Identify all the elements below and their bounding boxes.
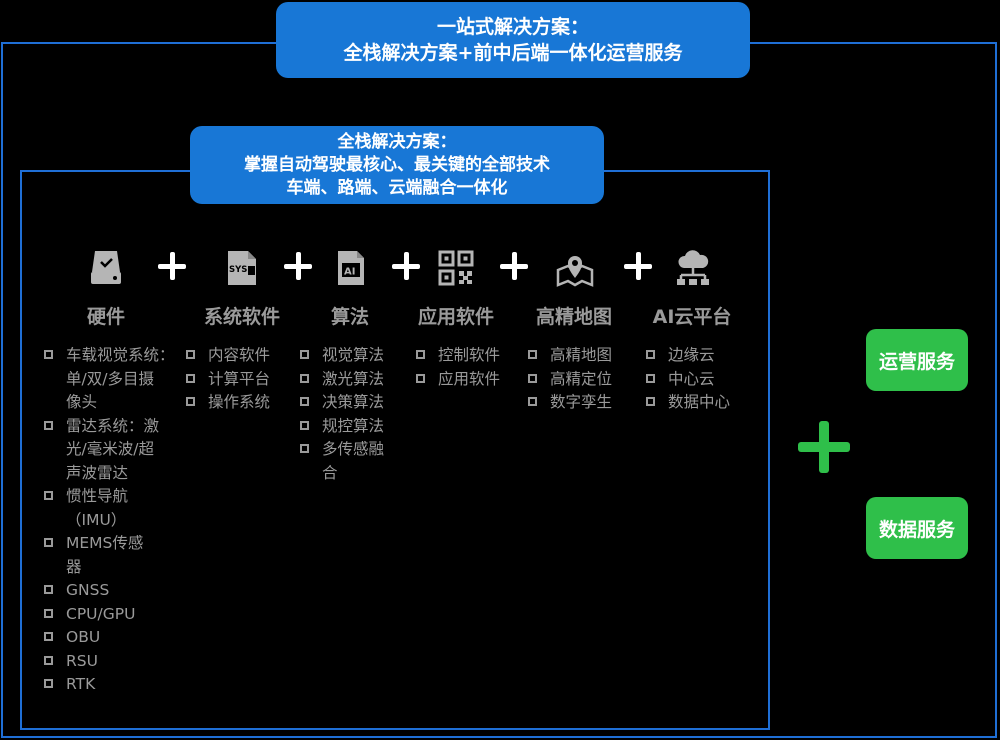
banner-mid-line1: 全栈解决方案： bbox=[337, 131, 457, 152]
map-pin-icon bbox=[556, 256, 594, 287]
list-item-text: 操作系统 bbox=[208, 393, 271, 411]
list-item: RTK bbox=[42, 673, 182, 697]
list-item-text: 激光算法 bbox=[322, 369, 385, 388]
list-item-text: 中心云 bbox=[668, 369, 715, 388]
list-item: 规控算法 bbox=[298, 415, 408, 439]
list-item-text: 控制软件 bbox=[438, 346, 501, 364]
column-list-algorithm: 视觉算法激光算法决策算法规控算法多传感融合 bbox=[298, 344, 408, 485]
list-item-text: 多传感融 bbox=[322, 440, 385, 458]
list-item: 多传感融合 bbox=[298, 438, 408, 485]
qr-code-icon bbox=[438, 250, 474, 286]
list-item-text: 高精定位 bbox=[550, 369, 613, 388]
list-item: 数字孪生 bbox=[526, 391, 636, 415]
banner-top-line1: 一站式解决方案： bbox=[436, 16, 589, 38]
plus-icon bbox=[284, 252, 312, 280]
column-title-system-software: 系统软件 bbox=[203, 306, 280, 328]
list-item-text: RTK bbox=[66, 675, 96, 693]
list-item-text: 器 bbox=[66, 557, 82, 576]
banner-mid-line3: 车端、路端、云端融合一体化 bbox=[286, 177, 508, 198]
list-item-text: 决策算法 bbox=[322, 393, 385, 411]
list-item-text: RSU bbox=[66, 651, 98, 670]
list-item-text: 应用软件 bbox=[438, 369, 501, 388]
list-item-text: 单/双/多目摄 bbox=[66, 369, 154, 388]
list-item-text: 车载视觉系统： bbox=[66, 346, 175, 364]
cloud-network-icon bbox=[677, 250, 709, 285]
list-item-text: OBU bbox=[66, 628, 101, 646]
list-item-text: 数据中心 bbox=[668, 393, 731, 411]
list-item-text: CPU/GPU bbox=[66, 604, 136, 623]
list-item-text: 惯性导航 bbox=[66, 487, 129, 505]
hard-drive-icon bbox=[91, 251, 121, 284]
plus-icon bbox=[392, 252, 420, 280]
plus-icon bbox=[624, 252, 652, 280]
data-service-box: 数据服务 bbox=[866, 497, 968, 559]
ai-file-icon: AI bbox=[338, 251, 364, 285]
list-item-text: 内容软件 bbox=[208, 346, 271, 364]
list-item: 高精定位 bbox=[526, 368, 636, 392]
operations-service-box: 运营服务 bbox=[866, 329, 968, 391]
list-item-text: 合 bbox=[322, 463, 338, 482]
list-item: 边缘云 bbox=[644, 344, 754, 368]
list-item: 计算平台 bbox=[184, 368, 294, 392]
list-item-text: MEMS传感 bbox=[66, 534, 144, 552]
column-list-hardware: 车载视觉系统：单/双/多目摄像头雷达系统：激光/毫米波/超声波雷达惯性导航（IM… bbox=[42, 344, 182, 697]
column-title-hd-map: 高精地图 bbox=[535, 306, 612, 328]
column-list-system-software: 内容软件计算平台操作系统 bbox=[184, 344, 294, 415]
list-item-text: 规控算法 bbox=[322, 416, 385, 435]
list-item: OBU bbox=[42, 626, 182, 650]
list-item: 内容软件 bbox=[184, 344, 294, 368]
column-title-hardware: 硬件 bbox=[86, 306, 125, 328]
list-item-text: 雷达系统：激 bbox=[66, 416, 160, 435]
banner-top: 一站式解决方案： 全栈解决方案+前中后端一体化运营服务 bbox=[276, 2, 750, 78]
list-item: RSU bbox=[42, 650, 182, 674]
sys-file-icon: SYS bbox=[228, 251, 256, 285]
list-item: 雷达系统：激光/毫米波/超声波雷达 bbox=[42, 415, 182, 486]
list-item-text: 光/毫米波/超 bbox=[66, 440, 154, 458]
banner-mid-line2: 掌握自动驾驶最核心、最关键的全部技术 bbox=[244, 154, 550, 175]
plus-icon bbox=[500, 252, 528, 280]
list-item-text: 声波雷达 bbox=[66, 463, 129, 482]
list-item: 数据中心 bbox=[644, 391, 754, 415]
column-list-hd-map: 高精地图高精定位数字孪生 bbox=[526, 344, 636, 415]
svg-text:AI: AI bbox=[344, 267, 355, 278]
banner-top-line2: 全栈解决方案+前中后端一体化运营服务 bbox=[343, 42, 683, 64]
column-title-application-software: 应用软件 bbox=[417, 306, 494, 328]
list-item: 应用软件 bbox=[414, 368, 524, 392]
list-item-text: 边缘云 bbox=[668, 346, 715, 364]
list-item: 控制软件 bbox=[414, 344, 524, 368]
list-item: CPU/GPU bbox=[42, 603, 182, 627]
column-title-ai-cloud: AI云平台 bbox=[652, 306, 732, 328]
list-item: 中心云 bbox=[644, 368, 754, 392]
column-list-ai-cloud: 边缘云中心云数据中心 bbox=[644, 344, 754, 415]
list-item: 惯性导航 （IMU） bbox=[42, 485, 182, 532]
list-item: 视觉算法 bbox=[298, 344, 408, 368]
list-item-text: 高精地图 bbox=[550, 346, 613, 364]
list-item-text: GNSS bbox=[66, 581, 110, 599]
list-item-text: 计算平台 bbox=[208, 369, 271, 388]
column-list-application-software: 控制软件应用软件 bbox=[414, 344, 524, 391]
list-item: 操作系统 bbox=[184, 391, 294, 415]
svg-text:SYS: SYS bbox=[229, 265, 247, 275]
list-item-text: 像头 bbox=[66, 393, 98, 411]
list-item: 激光算法 bbox=[298, 368, 408, 392]
list-item-text: 数字孪生 bbox=[550, 393, 613, 411]
list-item: MEMS传感器 bbox=[42, 532, 182, 579]
list-item-text: （IMU） bbox=[66, 510, 127, 529]
plus-icon bbox=[158, 252, 186, 280]
banner-mid: 全栈解决方案： 掌握自动驾驶最核心、最关键的全部技术 车端、路端、云端融合一体化 bbox=[190, 126, 604, 204]
plus-icon bbox=[798, 421, 850, 473]
list-item: 决策算法 bbox=[298, 391, 408, 415]
column-title-algorithm: 算法 bbox=[330, 306, 369, 328]
list-item: 高精地图 bbox=[526, 344, 636, 368]
list-item: 车载视觉系统： 单/双/多目摄像头 bbox=[42, 344, 182, 415]
list-item: GNSS bbox=[42, 579, 182, 603]
list-item-text: 视觉算法 bbox=[322, 346, 385, 364]
